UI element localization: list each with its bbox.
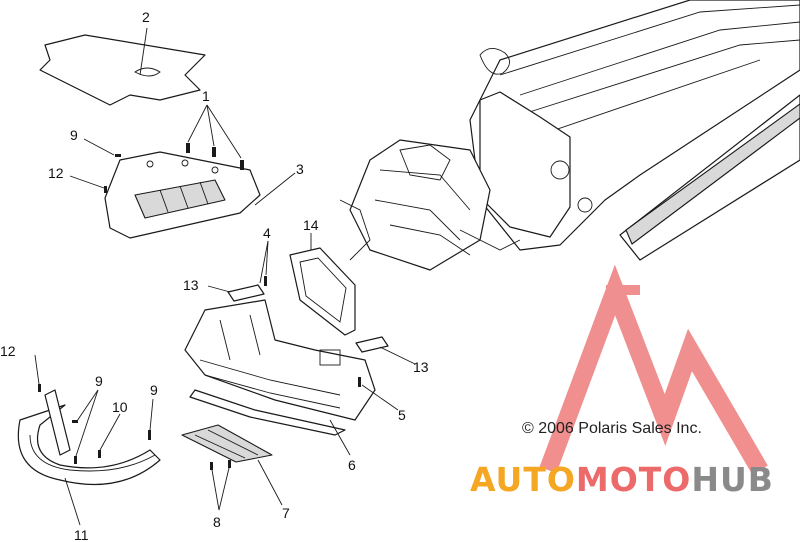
callout-2: 2 bbox=[142, 9, 150, 25]
leader-lines bbox=[34, 27, 416, 526]
callout-5: 5 bbox=[398, 407, 406, 423]
callout-11: 11 bbox=[74, 527, 89, 542]
callout-14: 14 bbox=[303, 217, 319, 233]
callout-8: 8 bbox=[213, 514, 221, 530]
callout-6: 6 bbox=[348, 457, 356, 473]
callout-3: 3 bbox=[296, 161, 304, 177]
callout-13: 13 bbox=[183, 277, 199, 293]
part-13-pads bbox=[227, 284, 389, 353]
callout-10: 10 bbox=[112, 399, 128, 415]
watermark-hub: HUB bbox=[691, 460, 774, 499]
callout-13: 13 bbox=[413, 359, 429, 375]
copyright-notice: © 2006 Polaris Sales Inc. bbox=[522, 420, 702, 437]
part-2-pad bbox=[39, 34, 206, 106]
callout-4: 4 bbox=[263, 225, 271, 241]
part-3-cover bbox=[104, 151, 261, 239]
watermark-moto: MOTO bbox=[576, 460, 691, 499]
part-6-pan bbox=[184, 299, 376, 436]
callout-12: 12 bbox=[0, 343, 16, 359]
callout-7: 7 bbox=[282, 505, 290, 521]
chassis-tunnel bbox=[339, 0, 800, 271]
part-8-rivets bbox=[210, 460, 231, 470]
callout-9: 9 bbox=[70, 127, 78, 143]
part-7-plate bbox=[181, 424, 273, 463]
callout-9: 9 bbox=[150, 382, 158, 398]
watermark-auto: AUTO bbox=[470, 460, 576, 499]
callout-12: 12 bbox=[48, 165, 64, 181]
watermark-logo bbox=[539, 264, 768, 475]
part-1-screws bbox=[186, 143, 244, 170]
part-14-panel bbox=[289, 247, 356, 336]
callout-labels: 2 1 9 12 3 4 14 13 13 5 6 7 8 12 9 9 10 … bbox=[0, 9, 429, 542]
part-11-bumper bbox=[17, 389, 161, 486]
misc-fasteners bbox=[38, 154, 361, 464]
callout-9: 9 bbox=[95, 373, 103, 389]
watermark-wordmark: AUTOMOTOHUB bbox=[470, 460, 774, 499]
callout-1: 1 bbox=[202, 88, 210, 104]
